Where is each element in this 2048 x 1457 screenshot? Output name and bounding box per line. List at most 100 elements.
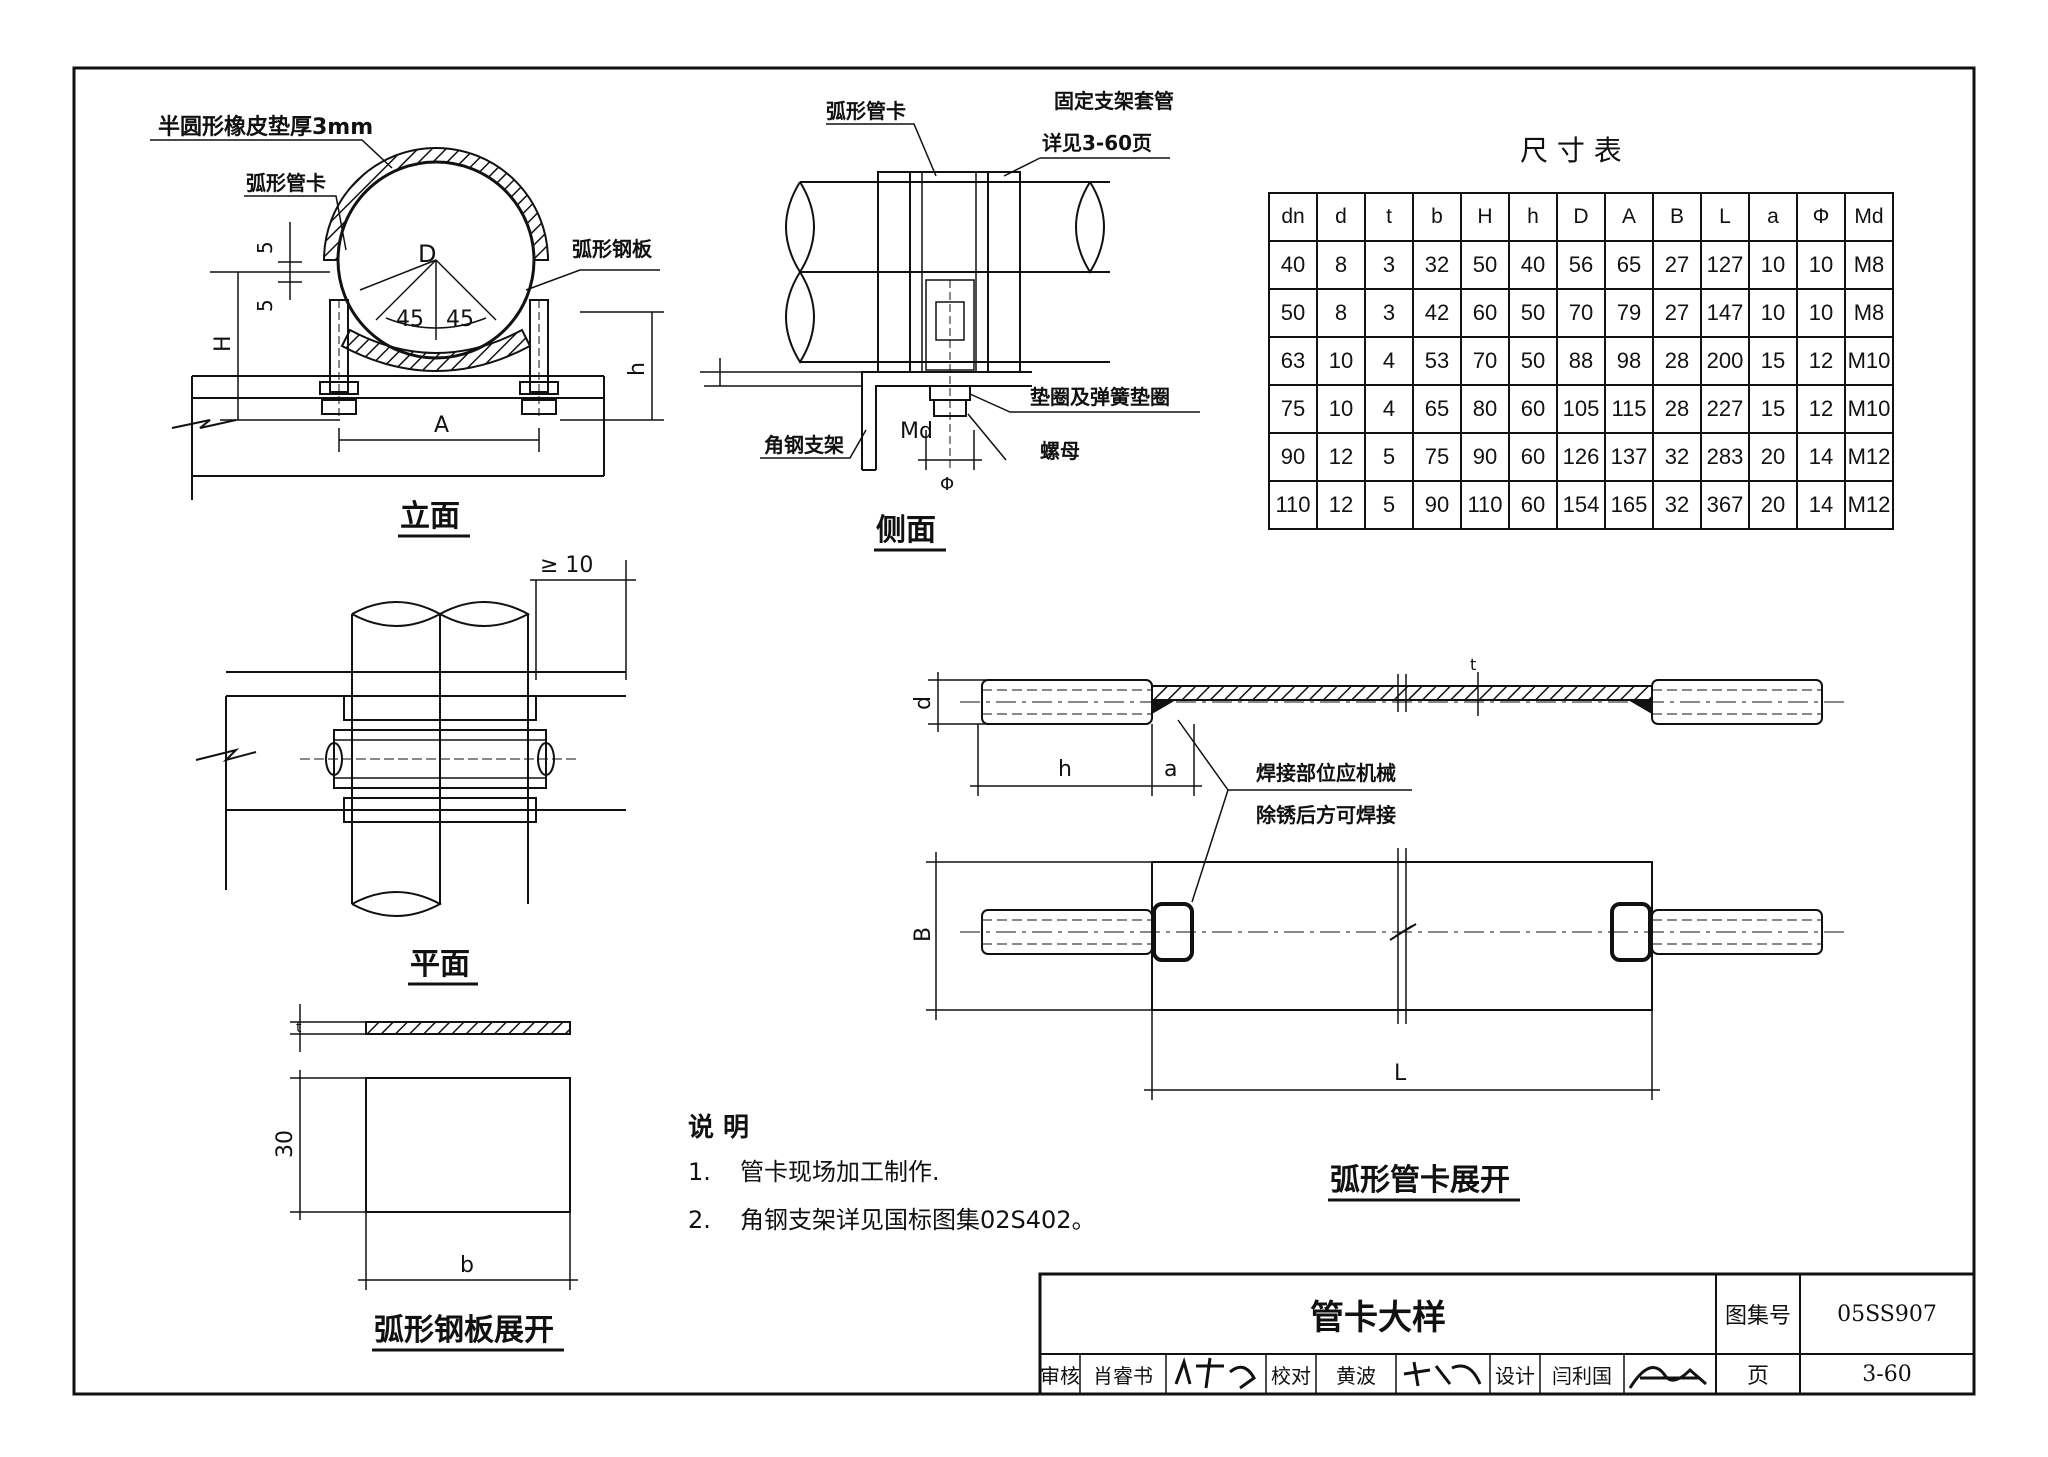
table-cell: 75 bbox=[1268, 384, 1318, 434]
notes-block: 说 明 1. 管卡现场加工制作. 2. 角钢支架详见国标图集02S402。 bbox=[688, 1113, 1096, 1234]
table-cell: M10 bbox=[1844, 336, 1894, 386]
table-cell: 10 bbox=[1316, 336, 1366, 386]
dim-A-label: A bbox=[434, 413, 449, 438]
table-cell: 32 bbox=[1412, 240, 1462, 290]
sheet-border bbox=[72, 66, 1976, 1396]
notes-heading: 说 明 bbox=[688, 1113, 749, 1143]
table-cell: 110 bbox=[1268, 480, 1318, 530]
table-cell: a bbox=[1748, 192, 1798, 242]
dim-5-upper: 5 bbox=[253, 241, 277, 254]
table-cell: 60 bbox=[1460, 288, 1510, 338]
table-cell: 126 bbox=[1556, 432, 1606, 482]
arc-plate-label: 弧形钢板 bbox=[572, 237, 653, 261]
clamp-unfold-title: 弧形管卡展开 bbox=[1330, 1163, 1510, 1198]
table-cell: 4 bbox=[1364, 384, 1414, 434]
table-cell: 65 bbox=[1604, 240, 1654, 290]
table-cell: 28 bbox=[1652, 384, 1702, 434]
plan-gap-label: ≥ 10 bbox=[540, 553, 593, 578]
clamp-a-label: a bbox=[1164, 757, 1177, 782]
table-cell: 20 bbox=[1748, 480, 1798, 530]
table-cell: 65 bbox=[1412, 384, 1462, 434]
review-label: 审核 bbox=[1040, 1363, 1080, 1388]
plate-t-label: t bbox=[296, 1020, 302, 1036]
table-cell: 12 bbox=[1316, 480, 1366, 530]
drawing-title: 管卡大样 bbox=[1310, 1297, 1446, 1338]
elevation-title: 立面 bbox=[400, 499, 460, 534]
table-cell: 10 bbox=[1796, 288, 1846, 338]
note-2-text: 角钢支架详见国标图集02S402。 bbox=[740, 1206, 1096, 1234]
designer-name: 闫利国 bbox=[1552, 1363, 1612, 1388]
side-view: 弧形管卡 固定支架套管 详见3-60页 垫圈及弹簧垫圈 螺母 角钢支架 Md Φ… bbox=[700, 89, 1200, 552]
table-cell: 110 bbox=[1460, 480, 1510, 530]
table-cell: 12 bbox=[1796, 336, 1846, 386]
table-cell: 10 bbox=[1796, 240, 1846, 290]
clamp-B-label: B bbox=[911, 927, 936, 942]
clamp-L-label: L bbox=[1394, 1061, 1407, 1086]
table-cell: Φ bbox=[1796, 192, 1846, 242]
reviewer-name: 肖睿书 bbox=[1093, 1363, 1153, 1388]
side-title: 侧面 bbox=[876, 513, 936, 548]
table-cell: 28 bbox=[1652, 336, 1702, 386]
side-arc-clamp-label: 弧形管卡 bbox=[826, 99, 906, 123]
table-cell: 50 bbox=[1460, 240, 1510, 290]
title-block-frame bbox=[1038, 1272, 1976, 1396]
table-cell: 3 bbox=[1364, 288, 1414, 338]
note-2-num: 2. bbox=[688, 1206, 711, 1234]
table-cell: 227 bbox=[1700, 384, 1750, 434]
table-cell: 70 bbox=[1556, 288, 1606, 338]
table-cell: d bbox=[1316, 192, 1366, 242]
table-cell: 20 bbox=[1748, 432, 1798, 482]
checker-signature bbox=[1403, 1361, 1482, 1387]
phi-label: Φ bbox=[940, 474, 954, 495]
table-cell: 137 bbox=[1604, 432, 1654, 482]
page-label: 页 bbox=[1746, 1364, 1769, 1389]
table-cell: 40 bbox=[1268, 240, 1318, 290]
table-cell: 90 bbox=[1460, 432, 1510, 482]
sleeve-label-line1: 固定支架套管 bbox=[1054, 89, 1174, 113]
angle-label-1: 45 bbox=[396, 307, 424, 332]
diameter-label: D bbox=[418, 240, 436, 268]
table-cell: 15 bbox=[1748, 384, 1798, 434]
design-label: 设计 bbox=[1495, 1363, 1535, 1388]
table-cell: 27 bbox=[1652, 288, 1702, 338]
check-label: 校对 bbox=[1271, 1363, 1311, 1388]
plate-b-label: b bbox=[460, 1253, 474, 1278]
dim-H-label: H bbox=[211, 335, 236, 352]
table-cell: 32 bbox=[1652, 480, 1702, 530]
sleeve-label-line2: 详见3-60页 bbox=[1042, 131, 1152, 155]
table-cell: 367 bbox=[1700, 480, 1750, 530]
table-cell: 10 bbox=[1316, 384, 1366, 434]
table-cell: 79 bbox=[1604, 288, 1654, 338]
clamp-h-label: h bbox=[1058, 757, 1072, 782]
atlas-number: 05SS907 bbox=[1837, 1301, 1937, 1327]
table-cell: 12 bbox=[1796, 384, 1846, 434]
table-cell: 5 bbox=[1364, 432, 1414, 482]
elevation-view: 半圆形橡皮垫厚3mm 弧形管卡 弧形钢板 D 45 45 5 5 H h A 立… bbox=[150, 114, 664, 538]
table-cell: M8 bbox=[1844, 288, 1894, 338]
table-cell: 165 bbox=[1604, 480, 1654, 530]
table-cell: 154 bbox=[1556, 480, 1606, 530]
clamp-t-label: t bbox=[1470, 655, 1476, 674]
reviewer-signature bbox=[1174, 1357, 1256, 1390]
clamp-unfold-plan: B L 弧形管卡展开 bbox=[911, 848, 1850, 1202]
checker-name: 黄波 bbox=[1336, 1363, 1376, 1388]
table-cell: 15 bbox=[1748, 336, 1798, 386]
table-cell: 147 bbox=[1700, 288, 1750, 338]
table-cell: 63 bbox=[1268, 336, 1318, 386]
page-number: 3-60 bbox=[1862, 1361, 1912, 1387]
dim-h-label: h bbox=[625, 362, 650, 376]
table-cell: A bbox=[1604, 192, 1654, 242]
table-cell: D bbox=[1556, 192, 1606, 242]
table-cell: 4 bbox=[1364, 336, 1414, 386]
weld-note-line2: 除锈后方可焊接 bbox=[1256, 803, 1396, 827]
designer-signature bbox=[1628, 1366, 1707, 1389]
table-cell: 127 bbox=[1700, 240, 1750, 290]
table-cell: 105 bbox=[1556, 384, 1606, 434]
table-cell: 60 bbox=[1508, 480, 1558, 530]
clamp-d-label: d bbox=[911, 696, 936, 710]
